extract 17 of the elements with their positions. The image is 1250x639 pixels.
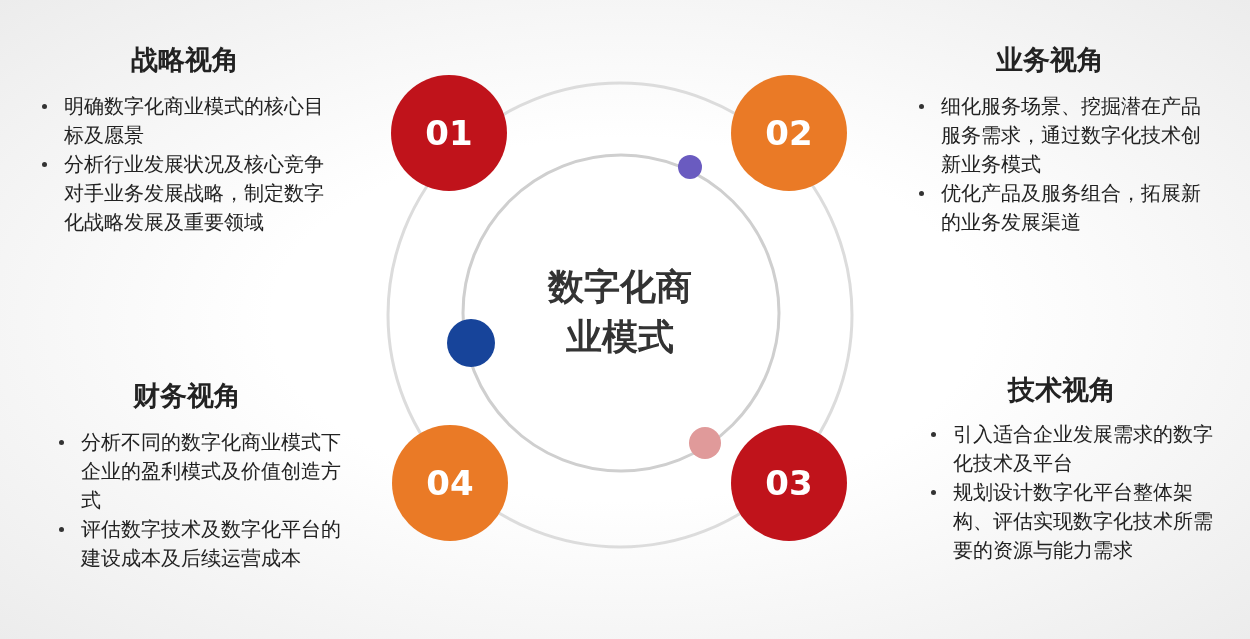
number-circle: 01 [391,75,507,191]
center-title: 数字化商业模式 [535,262,705,362]
bullet-text: 优化产品及服务组合，拓展新的业务发展渠道 [915,179,1215,237]
number-circle: 03 [731,425,847,541]
bullet-text: 明确数字化商业模式的核心目标及愿景 [38,92,343,150]
section-heading: 战略视角 [131,43,239,77]
section-heading: 业务视角 [996,43,1104,77]
bullet-text: 分析不同的数字化商业模式下企业的盈利模式及价值创造方式 [55,428,360,515]
bullet-text: 评估数字技术及数字化平台的建设成本及后续运营成本 [55,515,360,573]
number-circle: 02 [731,75,847,191]
bullet-text: 分析行业发展状况及核心竞争对手业务发展战略，制定数字化战略发展及重要领域 [38,150,343,237]
number-circle: 04 [392,425,508,541]
section-heading: 技术视角 [1008,373,1116,407]
bullet-text: 引入适合企业发展需求的数字化技术及平台 [927,420,1222,478]
bullet-text: 细化服务场景、挖掘潜在产品服务需求，通过数字化技术创新业务模式 [915,92,1215,179]
bullet-text: 规划设计数字化平台整体架构、评估实现数字化技术所需要的资源与能力需求 [927,478,1222,565]
section-heading: 财务视角 [133,379,241,413]
